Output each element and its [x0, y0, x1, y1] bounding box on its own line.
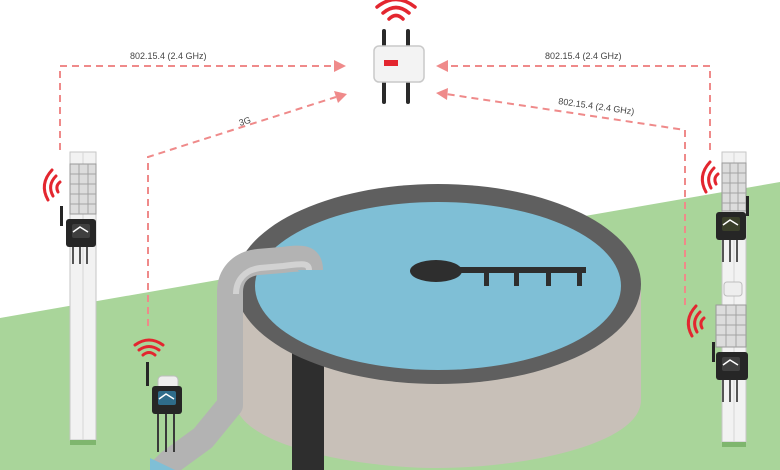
tank-water — [255, 202, 621, 370]
link-cellular-to-gateway — [147, 96, 337, 326]
arrowhead-right-diagonal — [436, 88, 448, 100]
link-lines — [59, 65, 711, 326]
label-left-link: 802.15.4 (2.4 GHz) — [130, 51, 207, 61]
inlet-pipe — [150, 245, 323, 470]
solar-panel-icon — [715, 304, 747, 348]
link-left-sensor-to-gateway — [59, 65, 336, 150]
sensor-node-icon — [712, 342, 748, 402]
solar-panel-icon — [69, 163, 97, 215]
arrowhead-right — [436, 60, 448, 72]
sensor-node-icon — [60, 206, 96, 264]
arrowhead-left — [334, 60, 346, 72]
link-right-lower-to-gateway — [445, 93, 686, 305]
right-sensor-pole — [686, 151, 749, 447]
gateway-icon — [373, 0, 425, 104]
wifi-waves-icon — [686, 304, 706, 338]
link-arrowheads — [334, 60, 448, 103]
cellular-sensor-post — [133, 338, 182, 452]
wifi-waves-icon — [375, 0, 417, 21]
sensor-node-icon — [716, 196, 749, 262]
solar-panel-icon — [721, 162, 747, 212]
arrowhead-cellular — [334, 91, 347, 103]
wifi-waves-icon — [700, 160, 720, 194]
label-cellular-link: 3G — [238, 115, 252, 128]
left-sensor-pole — [42, 151, 97, 445]
label-right-link: 802.15.4 (2.4 GHz) — [545, 51, 622, 61]
link-right-sensor-to-gateway — [446, 65, 711, 150]
wifi-waves-icon — [42, 168, 62, 202]
wifi-waves-icon — [133, 338, 165, 357]
clarifier-arm — [410, 260, 586, 286]
storage-tank — [235, 184, 641, 470]
sensor-node-icon — [152, 386, 182, 414]
